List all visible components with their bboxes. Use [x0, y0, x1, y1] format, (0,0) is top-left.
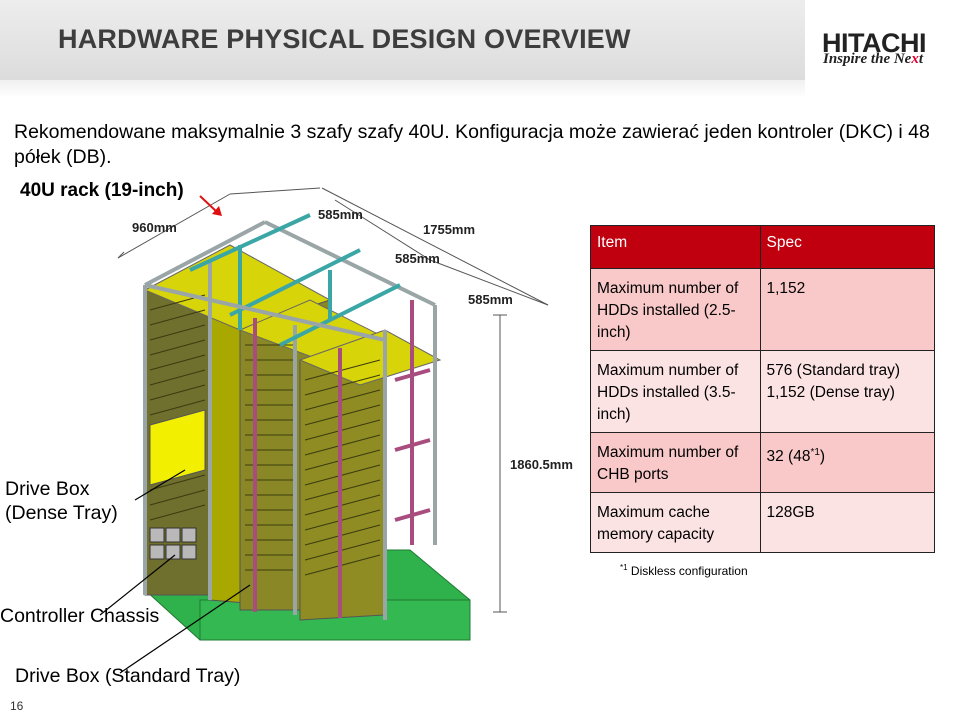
dim-1755: 1755mm: [423, 222, 476, 237]
header-item: Item: [590, 225, 761, 269]
logo-tagline: Inspire the Next: [823, 51, 923, 68]
table-row: Maximum cache memory capacity 128GB: [590, 492, 935, 553]
dim-960: 960mm: [132, 220, 177, 235]
controller-chassis-fans: [149, 527, 197, 560]
spec-cell: 32 (48*1): [759, 432, 935, 493]
dimension-lines: [117, 187, 549, 613]
dim-585-a: 585mm: [318, 207, 363, 222]
spec-cell: 1,152: [759, 268, 935, 351]
slide-header: HARDWARE PHYSICAL DESIGN OVERVIEW: [0, 0, 960, 80]
spec-tail: ): [819, 448, 826, 466]
slide-title: HARDWARE PHYSICAL DESIGN OVERVIEW: [58, 24, 631, 54]
red-arrow-icon: [199, 195, 222, 216]
spec-table: Item Spec Maximum number of HDDs install…: [590, 225, 935, 553]
item-cell: Maximum number of HDDs installed (2.5-in…: [590, 268, 761, 351]
spec-superscript: *1: [810, 447, 820, 458]
dim-585-c: 585mm: [468, 292, 513, 307]
hitachi-logo: [805, 0, 960, 100]
label-drive-box-dense: Drive Box (Dense Tray): [5, 478, 118, 524]
logo-tagline-x: x: [911, 51, 919, 67]
item-cell: Maximum number of HDDs installed (3.5-in…: [590, 350, 761, 433]
logo-tagline-b: t: [918, 51, 924, 67]
label-leaders: [99, 469, 251, 674]
rack-frames: [143, 213, 437, 620]
logo-tagline-a: Inspire the Ne: [823, 51, 912, 67]
spec-value: 32 (48: [766, 448, 811, 466]
intro-text: Rekomendowane maksymalnie 3 szafy szafy …: [14, 121, 930, 168]
footnote-text: Diskless configuration: [627, 564, 748, 578]
table-row: Maximum number of HDDs installed (2.5-in…: [590, 268, 935, 351]
header-spec: Spec: [759, 225, 935, 269]
dim-585-b: 585mm: [395, 251, 440, 266]
label-drive-box-standard: Drive Box (Standard Tray): [15, 665, 241, 687]
table-footnote: *1 Diskless configuration: [620, 563, 748, 578]
item-cell: Maximum cache memory capacity: [590, 492, 761, 553]
spec-cell: 576 (Standard tray) 1,152 (Dense tray): [759, 350, 935, 433]
spec-cell: 128GB: [759, 492, 935, 553]
table-row: Maximum number of HDDs installed (3.5-in…: [590, 350, 935, 433]
dim-1860: 1860.5mm: [510, 457, 573, 472]
label-controller-chassis: Controller Chassis: [0, 605, 160, 627]
rack-label: 40U rack (19-inch): [20, 180, 184, 201]
logo-wordmark: HITACHI: [822, 28, 927, 58]
spec-table-header: Item Spec: [590, 225, 935, 269]
header-shadow: [0, 80, 805, 98]
item-cell: Maximum number of CHB ports: [590, 432, 761, 493]
footnote-mark: *1: [620, 563, 628, 572]
header-band: [0, 0, 805, 80]
dense-tray-highlight: [149, 409, 206, 486]
table-row: Maximum number of CHB ports 32 (48*1): [590, 432, 935, 493]
page-number: 16: [10, 699, 24, 713]
